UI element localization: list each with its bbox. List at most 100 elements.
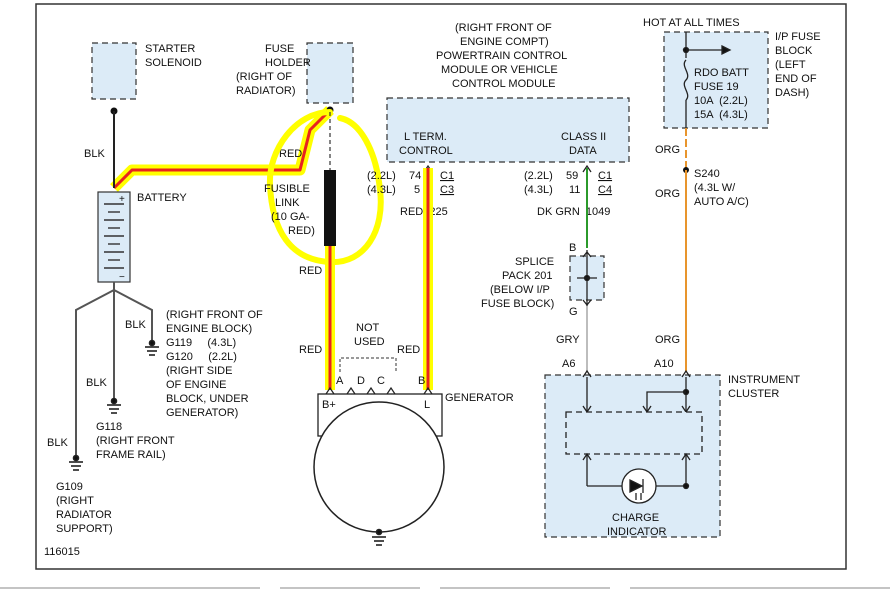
pcm-class-2: DATA	[569, 145, 597, 157]
generator-pin-c: C	[377, 375, 385, 387]
starter-solenoid-box	[91, 42, 137, 100]
lterm-c1-conn: C1	[440, 170, 454, 182]
pcm-note-1: (RIGHT FRONT OF	[455, 22, 552, 34]
fusible-link-element	[324, 170, 336, 246]
class2-wire-label: DK GRN 1049	[537, 206, 610, 218]
g120-label-7: BLOCK, UNDER	[166, 393, 249, 405]
generator-body	[313, 401, 445, 533]
ip-fuse-block-box	[663, 31, 769, 129]
g109-label-4: SUPPORT)	[56, 523, 113, 535]
g120-label-5: (RIGHT SIDE	[166, 365, 232, 377]
splice-pin-b: B	[569, 242, 576, 254]
charge-indicator-label-2: INDICATOR	[607, 526, 667, 538]
starter-label-2: SOLENOID	[145, 57, 202, 69]
instrument-cluster-box	[544, 374, 721, 538]
ground-symbol-g118	[107, 397, 121, 414]
g120-label-8: GENERATOR)	[166, 407, 238, 419]
battery-symbol	[97, 191, 131, 283]
s240-label-1: S240	[694, 168, 720, 180]
fuse-holder-label-4: RADIATOR)	[236, 85, 296, 97]
g120-label-4: G120 (2.2L)	[166, 351, 237, 363]
s240-label-3: AUTO A/C)	[694, 196, 749, 208]
pcm-name-3: CONTROL MODULE	[452, 78, 556, 90]
fusible-link-label-3: (10 GA-	[271, 211, 310, 223]
generator-pin-d: D	[357, 375, 365, 387]
hot-at-all-times: HOT AT ALL TIMES	[643, 17, 740, 29]
ground-symbol-g119	[145, 339, 159, 356]
orange-wire-label-1: ORG	[655, 144, 680, 156]
fuse-holder-label-1: FUSE	[265, 43, 294, 55]
s240-label-2: (4.3L W/	[694, 182, 736, 194]
generator-pin-bplus: B+	[322, 399, 336, 411]
battery-minus-sign: −	[119, 272, 125, 283]
battery-label: BATTERY	[137, 192, 187, 204]
class2-c1-conn: C1	[598, 170, 612, 182]
class2-c1-engine: (2.2L)	[524, 170, 553, 182]
orange-wire-label-3: ORG	[655, 334, 680, 346]
battery-cable-color-label: RED	[279, 148, 302, 160]
g119-label-1: (RIGHT FRONT OF	[166, 309, 263, 321]
splice-pin-g: G	[569, 306, 578, 318]
generator-connector	[325, 386, 433, 395]
ground-wire-color-label-2: BLK	[86, 377, 107, 389]
pcm-name-1: POWERTRAIN CONTROL	[436, 50, 567, 62]
generator-pin-l: L	[424, 399, 430, 411]
g109-label-1: G109	[56, 481, 83, 493]
ground-wire-color-label-3: BLK	[47, 437, 68, 449]
fuse-holder-box	[306, 42, 354, 104]
pcm-name-2: MODULE OR VEHICLE	[441, 64, 558, 76]
cluster-pin-a6: A6	[562, 358, 575, 370]
pcm-box	[386, 97, 630, 163]
not-used-label-2: USED	[354, 336, 385, 348]
splice-label-4: FUSE BLOCK)	[481, 298, 554, 310]
not-used-bracket	[339, 357, 397, 372]
class2-c1-pin: 59	[566, 170, 578, 182]
g119-label-2: ENGINE BLOCK)	[166, 323, 252, 335]
rdo-fuse-label-4: 15A (4.3L)	[694, 109, 748, 121]
generator-pin-b: B	[418, 375, 425, 387]
cluster-internal-wiring	[565, 369, 703, 490]
splice-label-1: SPLICE	[515, 256, 554, 268]
g120-label-6: OF ENGINE	[166, 379, 227, 391]
g118-label-3: FRAME RAIL)	[96, 449, 166, 461]
fusible-link-label-4: RED)	[288, 225, 315, 237]
battery-plus-sign: +	[119, 194, 125, 205]
rdo-fuse-label-3: 10A (2.2L)	[694, 95, 748, 107]
cluster-pin-a10: A10	[654, 358, 674, 370]
lterm-c1-pin: 74	[409, 170, 421, 182]
generator-pin-a: A	[336, 375, 344, 387]
pcm-class-1: CLASS II	[561, 131, 606, 143]
class2-c4-engine: (4.3L)	[524, 184, 553, 196]
ground-wire-color-label-1: BLK	[125, 319, 146, 331]
generator-label: GENERATOR	[445, 392, 514, 404]
ip-fuse-block-label-4: END OF	[775, 73, 817, 85]
g109-label-3: RADIATOR	[56, 509, 112, 521]
generator-ground-symbol	[372, 528, 386, 546]
battery-positive-cable	[110, 106, 334, 192]
fuse-holder-label-3: (RIGHT OF	[236, 71, 292, 83]
rdo-fuse-symbol	[682, 32, 732, 128]
g118-label-1: G118	[96, 421, 122, 433]
gray-wire-label: GRY	[556, 334, 580, 346]
starter-label-1: STARTER	[145, 43, 195, 55]
rdo-fuse-label-1: RDO BATT	[694, 67, 749, 79]
ip-fuse-block-label-5: DASH)	[775, 87, 809, 99]
fusible-link-label-1: FUSIBLE	[264, 183, 310, 195]
class2-c4-pin: 11	[569, 184, 580, 196]
lterm-generator-wire-label: RED	[397, 344, 420, 356]
fuse-holder-label-2: HOLDER	[265, 57, 311, 69]
class2-c4-conn: C4	[598, 184, 612, 196]
figure-id: 116015	[44, 546, 80, 558]
charge-indicator-label-1: CHARGE	[612, 512, 659, 524]
ground-symbol-g109	[69, 454, 83, 471]
orange-wire-label-2: ORG	[655, 188, 680, 200]
ip-fuse-block-label-3: (LEFT	[775, 59, 806, 71]
pcm-lterm-1: L TERM.	[404, 131, 447, 143]
g109-label-2: (RIGHT	[56, 495, 94, 507]
lterm-c3-conn: C3	[440, 184, 454, 196]
lterm-c3-engine: (4.3L)	[367, 184, 396, 196]
charge-indicator-lamp	[621, 468, 657, 504]
g119-label-3: G119 (4.3L)	[166, 337, 236, 349]
lterm-c3-pin: 5	[414, 184, 420, 196]
